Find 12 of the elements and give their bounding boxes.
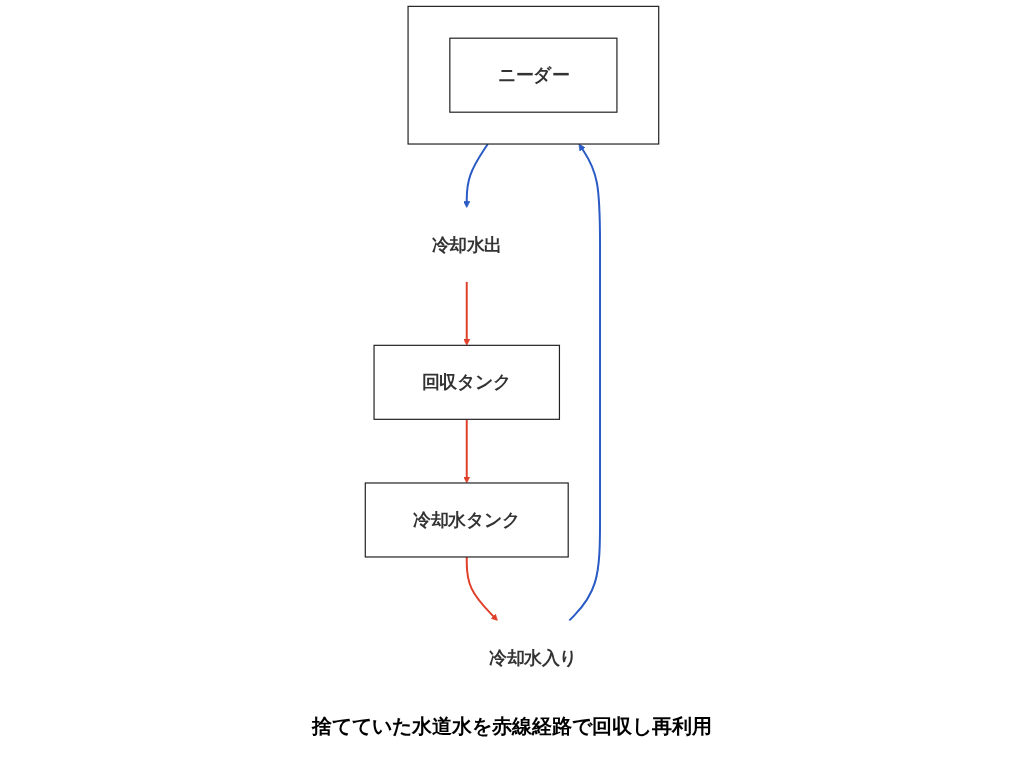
arrow — [465, 556, 498, 621]
node-box: ニーダー — [449, 37, 618, 113]
node-text: 冷却水入り — [489, 647, 578, 668]
node-text: 冷却水出 — [431, 234, 502, 255]
node-box: 冷却水タンク — [364, 482, 569, 558]
arrow — [463, 280, 471, 346]
note-text: 捨てていた水道水を赤線経路で回収し再利用 — [312, 713, 712, 740]
arrow — [463, 418, 471, 484]
arrow — [463, 143, 489, 208]
arrow — [568, 143, 601, 622]
node-box: 回収タンク — [373, 344, 561, 420]
cluster — [407, 5, 660, 145]
